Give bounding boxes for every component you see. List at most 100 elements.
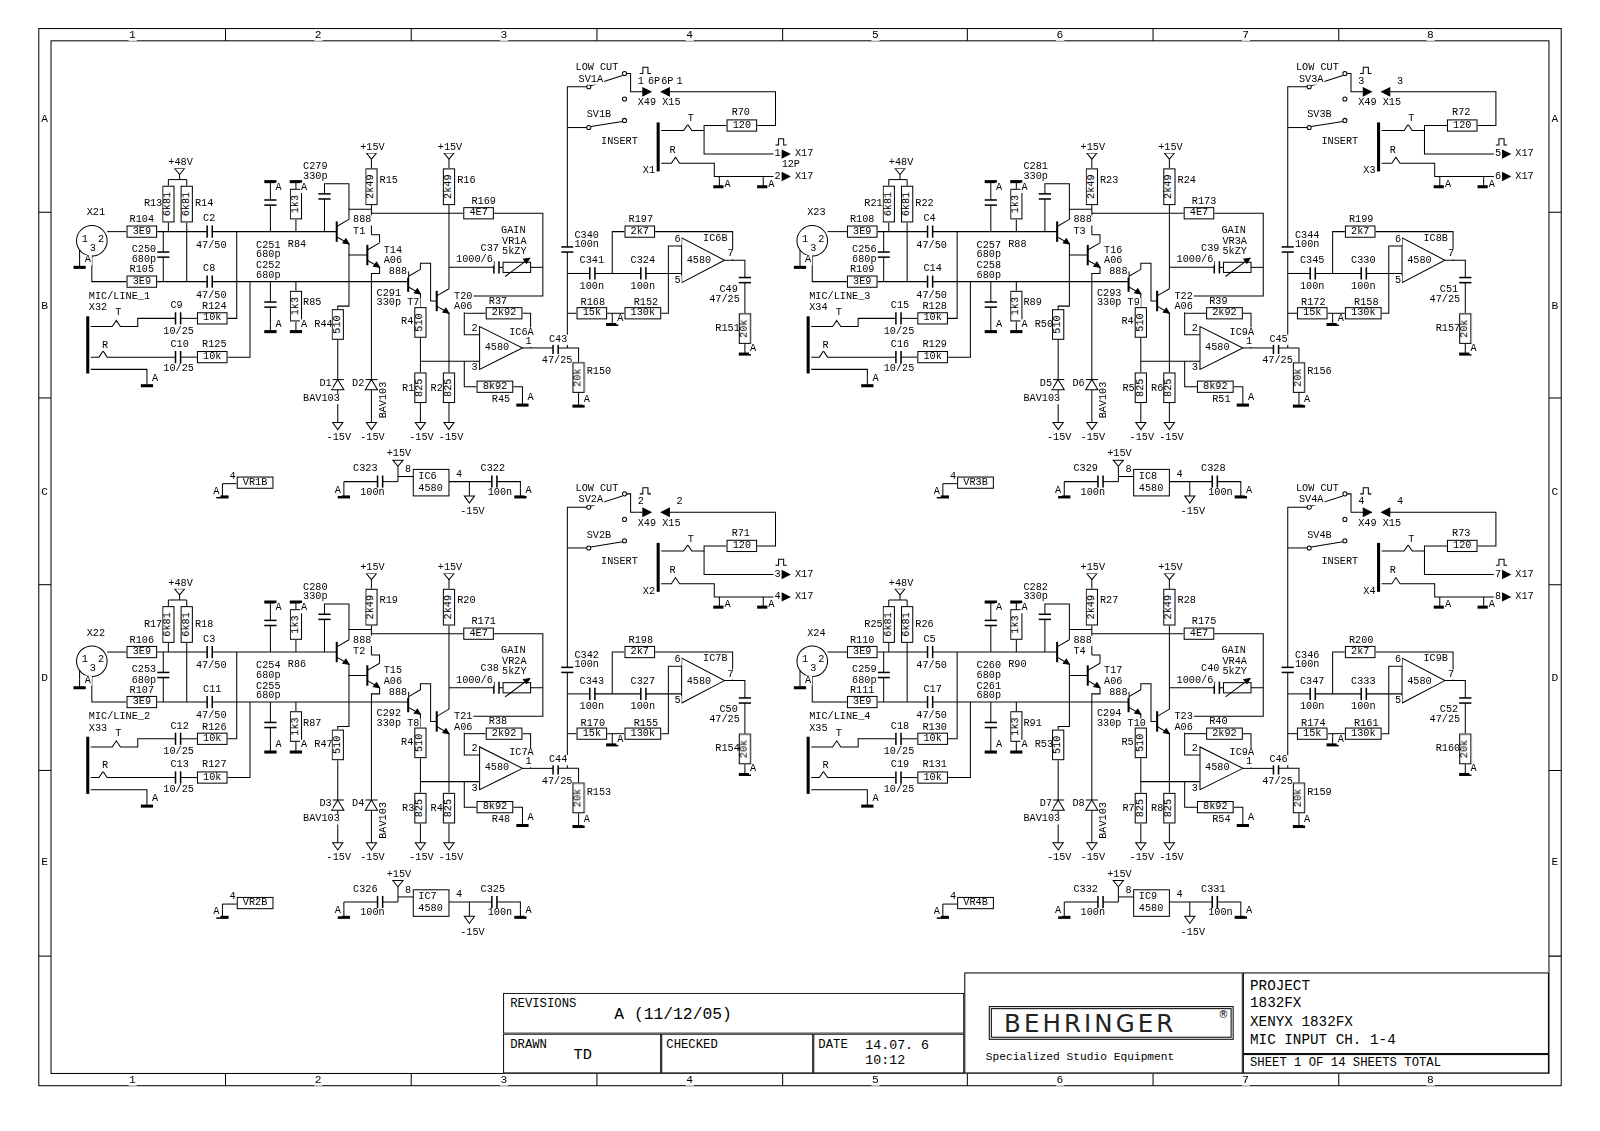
inner-frame [51, 41, 1549, 1074]
component-label: A [583, 815, 591, 825]
wire [948, 232, 957, 319]
supply-symbol [1113, 881, 1123, 887]
wire [1288, 273, 1310, 274]
supply-symbol [415, 422, 425, 429]
wire [344, 481, 378, 482]
component-label: VR3A [1221, 237, 1248, 247]
capacitor-symbol [739, 702, 751, 704]
wire [1016, 742, 1017, 744]
component-label: -15V [359, 433, 386, 443]
component-label: 7 [727, 249, 735, 259]
component-label: MIC/LINE_1 [88, 292, 151, 302]
component-label: R [821, 341, 829, 351]
component-value-box: 2k92 [1206, 307, 1243, 319]
wire [371, 655, 379, 663]
supply-symbol [464, 916, 474, 923]
wire [1288, 313, 1297, 314]
component-label: A [871, 373, 879, 383]
component-label: GAIN [1220, 226, 1247, 236]
wire [595, 693, 641, 694]
component-label: A [723, 600, 731, 610]
component-label: +15V [1080, 143, 1107, 153]
component-label: A [84, 255, 92, 265]
supply-symbol [1136, 422, 1146, 429]
pulse-symbol [776, 559, 787, 565]
switch-lever [591, 121, 623, 126]
capacitor-symbol [985, 620, 997, 622]
component-label: A [723, 180, 731, 190]
switch-contact [1307, 505, 1311, 509]
component-label: C327 [630, 677, 657, 687]
grid-reference: B [1550, 301, 1559, 312]
capacitor-symbol [895, 733, 897, 745]
diode-symbol [332, 800, 344, 810]
component-label: R37 [488, 297, 508, 307]
component-label: IC8 [1138, 471, 1158, 481]
wire [107, 231, 126, 232]
grid-reference: A [1550, 114, 1559, 125]
component-label: A [300, 319, 308, 329]
capacitor-symbol [157, 251, 169, 253]
component-label: MIC/LINE_4 [808, 712, 871, 722]
transistor-symbol [437, 289, 449, 296]
capacitor-symbol [739, 282, 751, 284]
component-value-box: 1k3 [1010, 291, 1022, 322]
wire [181, 738, 197, 739]
switch-contact [622, 517, 626, 521]
component-label: T15 [383, 666, 403, 676]
grid-tick [39, 397, 51, 398]
ground-symbol [861, 384, 873, 387]
wire [567, 87, 586, 247]
wire [295, 282, 296, 291]
component-label: 8 [404, 465, 412, 475]
transistor-symbol [367, 243, 379, 250]
wire [420, 781, 479, 782]
wire [1288, 87, 1307, 247]
transistor-symbol [1156, 291, 1158, 311]
component-label: -15V [1046, 433, 1073, 443]
component-label: A [300, 740, 308, 750]
wire [1287, 252, 1288, 348]
supply-symbol [1087, 153, 1097, 159]
capacitor-symbol [1459, 697, 1471, 699]
wire [420, 403, 421, 422]
diode-symbol [365, 380, 377, 390]
transistor-symbol [337, 657, 349, 664]
capacitor-symbol [211, 646, 213, 658]
component-label: R110 [849, 636, 876, 646]
wire [933, 231, 1057, 232]
component-label: 3 [470, 784, 478, 794]
wire [724, 681, 744, 698]
capacitor-symbol [900, 312, 902, 324]
component-value-box: 20k [739, 734, 751, 765]
grid-reference: 5 [871, 1074, 880, 1085]
component-value-box: 3E9 [847, 226, 878, 238]
component-label: C46 [1268, 755, 1288, 765]
capacitor-symbol [932, 226, 934, 238]
component-label: A06 [453, 722, 473, 732]
ic-power-box [1134, 890, 1170, 917]
capacitor-symbol [318, 614, 330, 616]
wire [1169, 687, 1214, 688]
wire [91, 790, 147, 798]
capacitor-symbol [895, 351, 897, 363]
component-label: 47/25 [541, 777, 574, 787]
wire [567, 507, 586, 667]
component-label: R197 [628, 215, 655, 225]
wire [222, 483, 236, 484]
component-label: X17 [1514, 171, 1534, 181]
connector-pin [1382, 88, 1390, 96]
component-label: 100n [1080, 908, 1107, 918]
component-label: R70 [731, 108, 751, 118]
component-label: R48 [491, 815, 511, 825]
transistor-arrow [414, 289, 420, 294]
wire [1333, 652, 1345, 694]
component-value-box: 10k [917, 771, 948, 783]
component-label: R21 [863, 199, 883, 209]
transistor-symbol [337, 237, 349, 244]
capacitor-symbol [264, 301, 276, 303]
wire [181, 777, 197, 778]
component-label: 4580 [1204, 763, 1231, 773]
wire [1058, 760, 1059, 800]
component-value-box: 4E7 [1184, 207, 1215, 219]
